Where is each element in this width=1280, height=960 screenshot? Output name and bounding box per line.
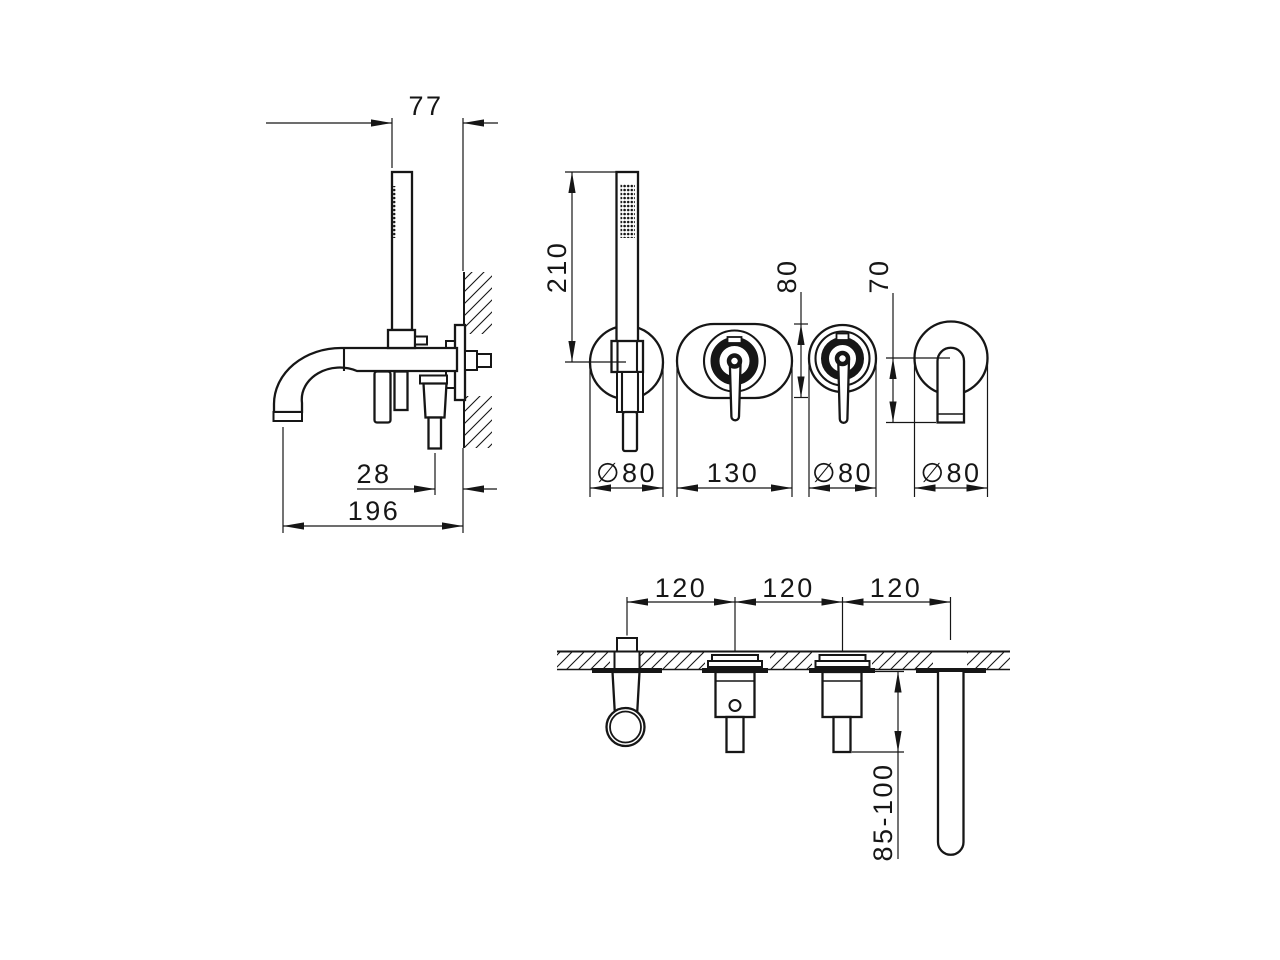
dim-dia80-spout: ∅80 (913, 358, 989, 497)
plan-view: 120 120 120 85-100 (557, 573, 1010, 862)
dim-label-28: 28 (356, 459, 391, 489)
mixer-lever (728, 360, 742, 422)
dim-label-dia80-spout: ∅80 (920, 458, 981, 488)
wall-section-plan (557, 650, 1010, 673)
lever-hub (726, 353, 743, 369)
wall-hatch-lower (464, 396, 492, 448)
spout-tube-plan (936, 672, 965, 856)
spout-outlet (272, 411, 303, 422)
mixer-round-front (807, 323, 878, 424)
side-view: 77 28 196 (266, 91, 498, 533)
handle-notch (726, 336, 743, 344)
mixer1-plan (707, 654, 763, 754)
mixer2-body-plan (821, 670, 863, 719)
knurl-texture (392, 186, 396, 238)
lever-hub-2 (834, 350, 851, 367)
dim-dia80-mixer: ∅80 (808, 358, 877, 497)
dim-label-120-2: 120 (762, 573, 815, 603)
knurl-texture-front (620, 184, 635, 238)
handshower-side (386, 170, 428, 350)
mixer-lever-2 (837, 358, 851, 424)
dim-85-100: 85-100 (852, 670, 904, 862)
wall-hatch-upper (464, 272, 492, 334)
dim-77: 77 (266, 91, 498, 271)
dim-80-plate-height: 80 (772, 258, 808, 399)
wand-tip (621, 410, 639, 453)
hose-connector (414, 335, 428, 346)
dim-label-70: 70 (864, 258, 894, 293)
dim-28: 28 (356, 453, 497, 495)
dim-label-120-1: 120 (655, 573, 708, 603)
mixer1-stem-plan (725, 715, 745, 754)
holder-clamp (610, 339, 645, 374)
mixer2-plan (814, 654, 871, 754)
dim-label-120-3: 120 (870, 573, 923, 603)
mixer-plate-front (675, 322, 794, 422)
wall-section-side (463, 272, 492, 448)
dim-label-80: 80 (772, 258, 802, 293)
dim-130-plate-width: 130 (676, 361, 793, 497)
dim-label-85-100: 85-100 (868, 762, 898, 861)
dim-label-dia80-mixer: ∅80 (812, 458, 873, 488)
lever-stem-side (427, 416, 443, 450)
wand-grip-side (373, 370, 392, 424)
dim-196: 196 (282, 427, 464, 533)
handshower-plan (605, 637, 646, 748)
handles-side (373, 370, 448, 450)
front-views: 210 80 70 ∅80 130 (542, 170, 989, 497)
dim-70-spout-drop: 70 (864, 258, 950, 424)
dim-label-dia80-holder: ∅80 (596, 458, 657, 488)
dim-120-chain: 120 120 120 (626, 573, 952, 652)
lever-body-side (422, 382, 448, 419)
holder-stud (616, 637, 638, 653)
holder-stem-side (393, 370, 409, 412)
dim-label-77: 77 (408, 91, 443, 121)
dim-label-130: 130 (707, 458, 760, 488)
dim-label-210: 210 (542, 241, 572, 294)
spout-side (272, 346, 459, 422)
mixer1-port (728, 699, 742, 712)
dim-210: 210 (542, 171, 626, 363)
spout-tube-front (936, 346, 966, 424)
mixer2-stem-plan (832, 715, 852, 754)
handle-notch-2 (835, 332, 850, 341)
dim-dia80-holder: ∅80 (589, 362, 664, 497)
holder-bracket-side (386, 328, 417, 350)
handshower-holder-front (588, 170, 665, 453)
union-nut (464, 350, 478, 371)
spout-front (913, 320, 989, 424)
dim-label-196: 196 (348, 496, 401, 526)
spout-plan (936, 672, 965, 856)
